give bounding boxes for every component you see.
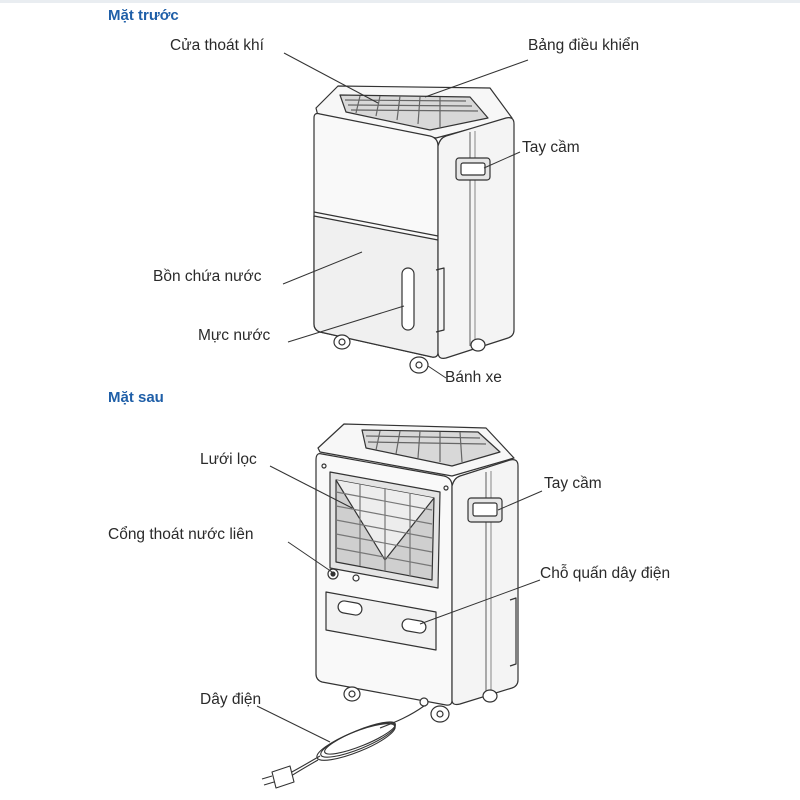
front-view-heading: Mặt trước	[108, 7, 179, 24]
front-control-panel	[339, 94, 489, 131]
back-filter-grille	[329, 471, 441, 589]
label-handle-back: Tay cầm	[544, 475, 602, 492]
label-wheels: Bánh xe	[445, 369, 502, 386]
label-control-panel: Bảng điều khiển	[528, 37, 640, 54]
label-power-cord: Dây điện	[200, 691, 262, 708]
front-unit	[313, 85, 515, 374]
power-plug-icon	[261, 765, 295, 789]
back-view-heading: Mặt sau	[108, 389, 164, 406]
front-wheels	[333, 334, 486, 374]
back-wheels	[343, 686, 498, 723]
label-continuous-drain: Cổng thoát nước liên	[108, 526, 254, 543]
back-cord-wrap	[325, 591, 437, 651]
label-handle-front: Tay cầm	[522, 139, 580, 156]
power-cord	[261, 705, 425, 789]
front-water-level-gauge	[401, 267, 415, 331]
top-divider	[0, 0, 800, 3]
label-cord-wrap: Chỗ quấn dây điện	[540, 565, 671, 582]
label-water-level: Mực nước	[198, 327, 271, 344]
back-top-grille	[361, 429, 501, 467]
label-filter: Lưới lọc	[200, 451, 257, 468]
label-air-outlet: Cửa thoát khí	[170, 37, 264, 54]
back-unit	[315, 423, 519, 723]
label-water-tank: Bồn chứa nước	[153, 268, 262, 285]
